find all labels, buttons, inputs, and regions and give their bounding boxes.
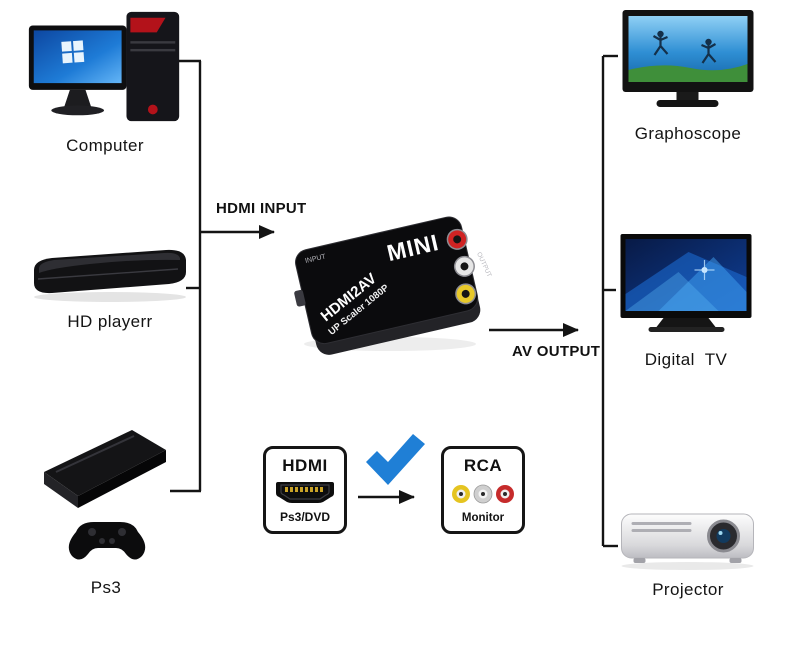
digital-tv-illustration [620, 234, 752, 332]
hdmi-badge-subtitle: Ps3/DVD [279, 510, 331, 524]
device-computer: Computer [24, 6, 186, 156]
computer-illustration [28, 11, 180, 122]
device-label-ps3: Ps3 [90, 578, 122, 597]
device-graphoscope: Graphoscope [618, 8, 758, 144]
device-projector: Projector [614, 500, 762, 600]
check-icon [366, 434, 425, 485]
device-digital-tv: Digital TV [616, 232, 756, 370]
rca-connectors-icon [452, 484, 514, 504]
hdmi-badge: HDMI Ps3/DVD [263, 446, 347, 534]
device-hd-player: HD playerr [26, 246, 194, 332]
device-label-projector: Projector [652, 580, 724, 599]
device-label-digital-tv: Digital TV [644, 350, 728, 369]
device-label-hd-player: HD playerr [67, 312, 153, 331]
rca-badge-subtitle: Monitor [461, 512, 505, 524]
rca-badge: RCA Monitor [441, 446, 525, 534]
hdmi-port-icon [276, 482, 334, 503]
check-mark [365, 433, 427, 492]
rca-badge-title: RCA [463, 456, 503, 475]
av-output-label: AV OUTPUT [512, 343, 601, 360]
projector-illustration [621, 513, 754, 570]
hdmi2av-converter: INPUT MINI HDMI2AV UP Scaler 1080P OUTPU… [288, 210, 493, 365]
converter-input-port-label: INPUT [304, 253, 327, 265]
converter-output-port-label: OUTPUT [475, 251, 493, 278]
ps3-illustration [44, 430, 166, 560]
hdmi-badge-title: HDMI [282, 456, 328, 475]
hd-player-illustration [33, 249, 186, 302]
check-shape [366, 434, 425, 485]
device-label-computer: Computer [66, 136, 144, 155]
converter-illustration: INPUT MINI HDMI2AV UP Scaler 1080P OUTPU… [294, 216, 493, 355]
hdmi-input-label: HDMI INPUT [216, 200, 307, 217]
device-label-graphoscope: Graphoscope [634, 124, 742, 143]
converter-rca-jacks [446, 228, 477, 305]
graphoscope-illustration [622, 10, 754, 107]
device-ps3: Ps3 [34, 420, 178, 598]
